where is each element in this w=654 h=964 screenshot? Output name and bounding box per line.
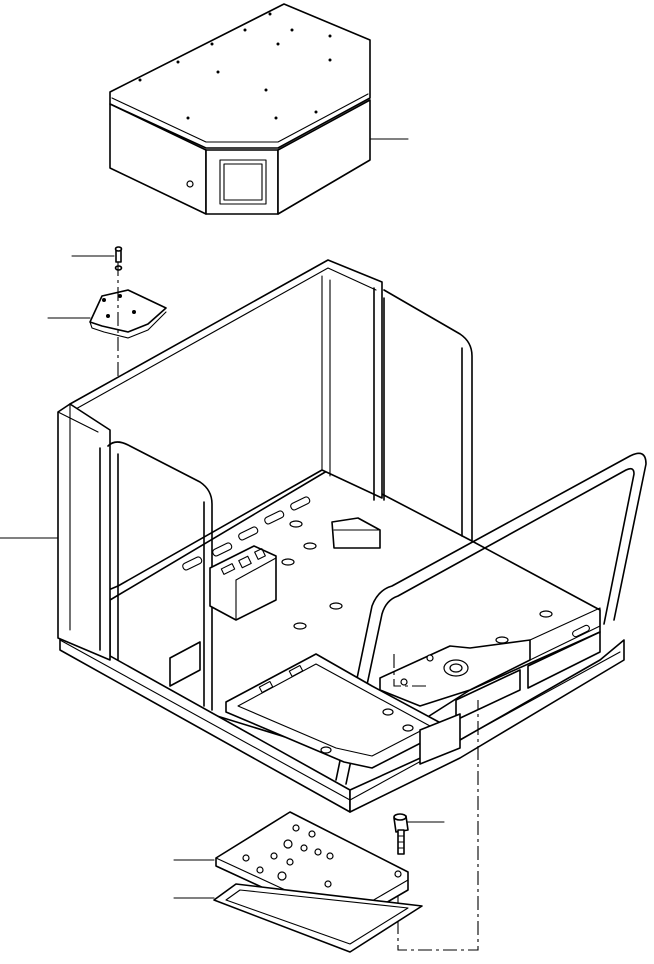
cover-box [109,3,409,215]
bolt-top [71,246,123,271]
mounting-plate [47,262,167,440]
cover-bolt-holes [138,12,332,120]
gasket [173,883,423,953]
bolt-bottom [393,813,445,855]
cab-floor-frame [0,259,647,813]
assembly-leaders [393,654,479,951]
